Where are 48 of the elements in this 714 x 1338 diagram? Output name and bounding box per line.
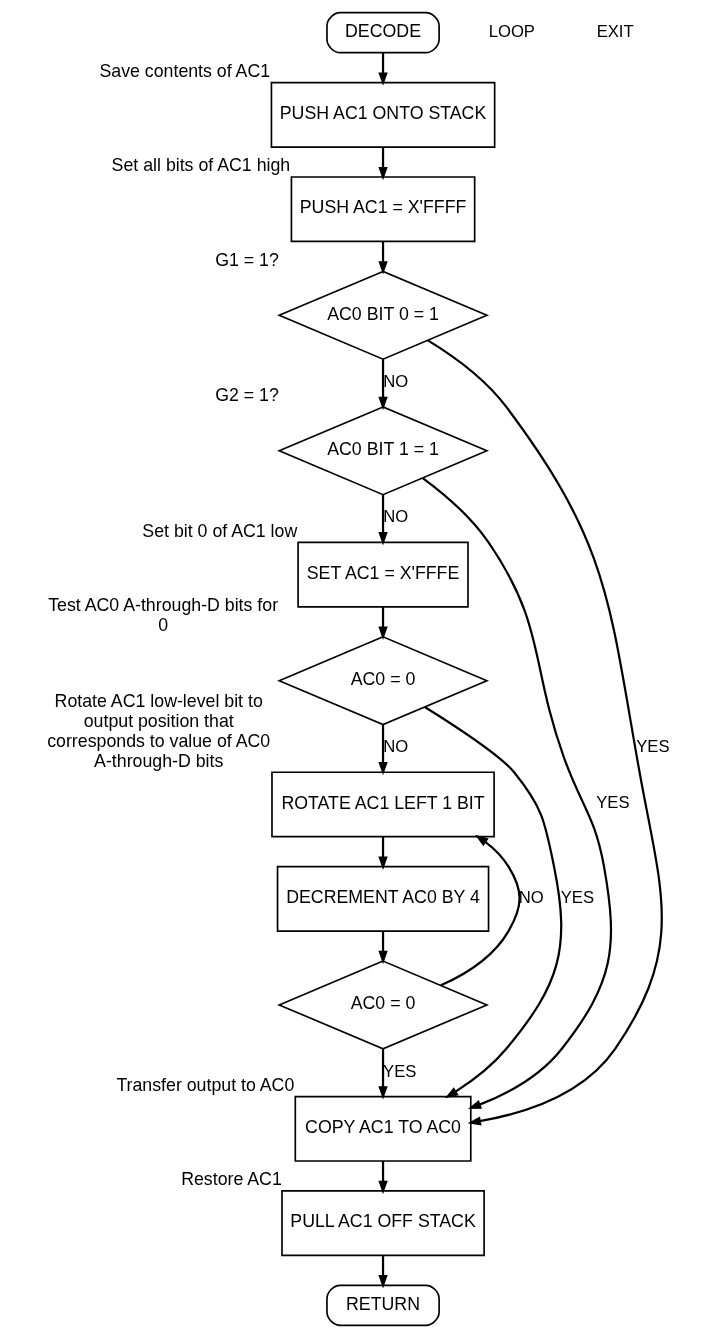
arrow — [377, 724, 388, 776]
node-diamond: AC0 BIT 1 = 1 — [276, 406, 489, 496]
node-label: G2 = 1? — [214, 385, 279, 406]
node-label: Transfer output to AC0 — [115, 1074, 294, 1095]
edge-label: YES — [382, 1061, 416, 1081]
node-label: Save contents of AC1 — [98, 60, 270, 81]
node-diamond: AC0 BIT 0 = 1 — [276, 270, 489, 361]
node-label: G1 = 1? — [214, 249, 279, 270]
edge-label: NO — [382, 371, 408, 391]
arrow — [421, 477, 612, 1109]
arrow — [377, 359, 388, 411]
arrow — [426, 339, 663, 1126]
edge-label: YES — [635, 737, 670, 757]
arrow — [377, 1255, 388, 1289]
node-label: Set bit 0 of AC1 low — [141, 520, 297, 541]
arrow — [377, 1161, 388, 1195]
node-box: PULL AC1 OFF STACK — [280, 1190, 485, 1257]
node-box: PUSH AC1 ONTO STACK — [270, 81, 495, 148]
arrow — [377, 836, 388, 870]
arrow — [423, 706, 562, 1099]
node-box: ROTATE AC1 LEFT 1 BIT — [270, 771, 495, 838]
edge-label: NO — [382, 737, 408, 757]
node-label: Test AC0 A-through-D bits for 0 — [47, 595, 278, 636]
edge-label: YES — [595, 793, 630, 813]
node-label: Set all bits of AC1 high — [111, 155, 290, 176]
arrow — [377, 147, 388, 181]
node-diamond: AC0 = 0 — [276, 960, 489, 1050]
arrow — [377, 606, 388, 640]
node-label: Restore AC1 — [180, 1169, 282, 1190]
node-label: Rotate AC1 low-level bit to output position that corresponds to value of AC0 A-through-D bits — [46, 690, 270, 771]
node-box: RETURN — [325, 1284, 440, 1327]
edge-label: NO — [382, 507, 408, 527]
node-box: DECODE — [325, 11, 440, 54]
node-box: SET AC1 = X'FFFE — [296, 541, 469, 608]
node-box: DECREMENT AC0 BY 4 — [276, 865, 489, 932]
arrow — [377, 241, 388, 275]
arrow — [377, 52, 388, 86]
label: LOOP — [488, 21, 535, 41]
node-box: PUSH AC1 = X'FFFF — [290, 176, 475, 243]
arrow — [377, 1048, 388, 1100]
label: EXIT — [596, 21, 634, 41]
node-box: COPY AC1 TO AC0 — [293, 1095, 472, 1162]
edge-label: YES — [560, 887, 594, 907]
arrow — [377, 494, 388, 546]
edge-label: NO — [518, 887, 544, 907]
arrow — [439, 834, 521, 987]
arrow — [377, 931, 388, 965]
node-diamond: AC0 = 0 — [276, 635, 489, 726]
